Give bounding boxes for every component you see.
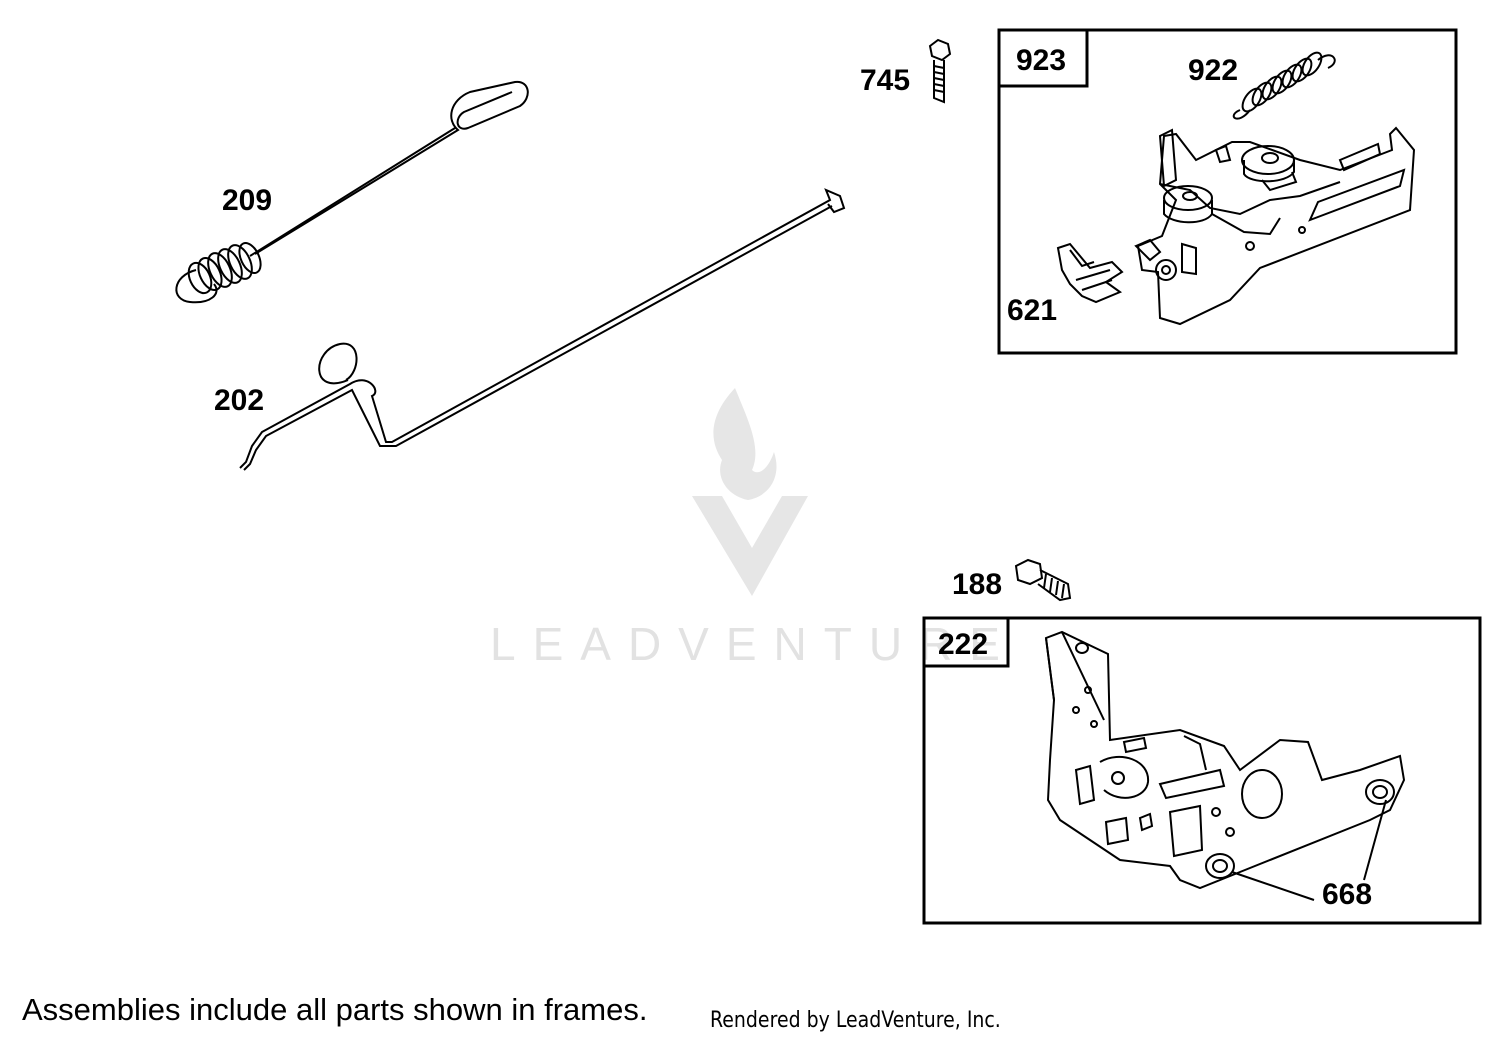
callout-923: 923 [1016, 44, 1066, 77]
callout-188: 188 [952, 568, 1002, 601]
watermark-text: LEADVENTURE [490, 618, 1017, 670]
callout-202: 202 [214, 384, 264, 417]
part-209-spring-wire [175, 80, 529, 304]
callout-922: 922 [1188, 54, 1238, 87]
callout-745: 745 [860, 64, 910, 97]
frame-222 [922, 616, 1482, 925]
frame-923 [997, 28, 1458, 355]
watermark: LEADVENTURE [490, 388, 1017, 670]
render-credit: Rendered by LeadVenture, Inc. [710, 1008, 1001, 1033]
flame-logo-icon [713, 388, 777, 500]
v-logo-icon [692, 496, 808, 596]
part-188-bolt [1014, 558, 1072, 602]
leader-lines-668 [1231, 799, 1387, 901]
part-745-bolt [928, 38, 952, 104]
callout-621: 621 [1007, 294, 1057, 327]
part-621-clip [1056, 242, 1124, 304]
callout-222: 222 [938, 628, 988, 661]
part-222-control-bracket [1044, 630, 1406, 890]
part-202-governor-link [239, 188, 846, 471]
part-923-control-bracket [1134, 126, 1416, 326]
callout-209: 209 [222, 184, 272, 217]
assemblies-note: Assemblies include all parts shown in fr… [22, 992, 648, 1027]
part-922-spring [1232, 51, 1336, 120]
callout-668: 668 [1322, 878, 1372, 911]
